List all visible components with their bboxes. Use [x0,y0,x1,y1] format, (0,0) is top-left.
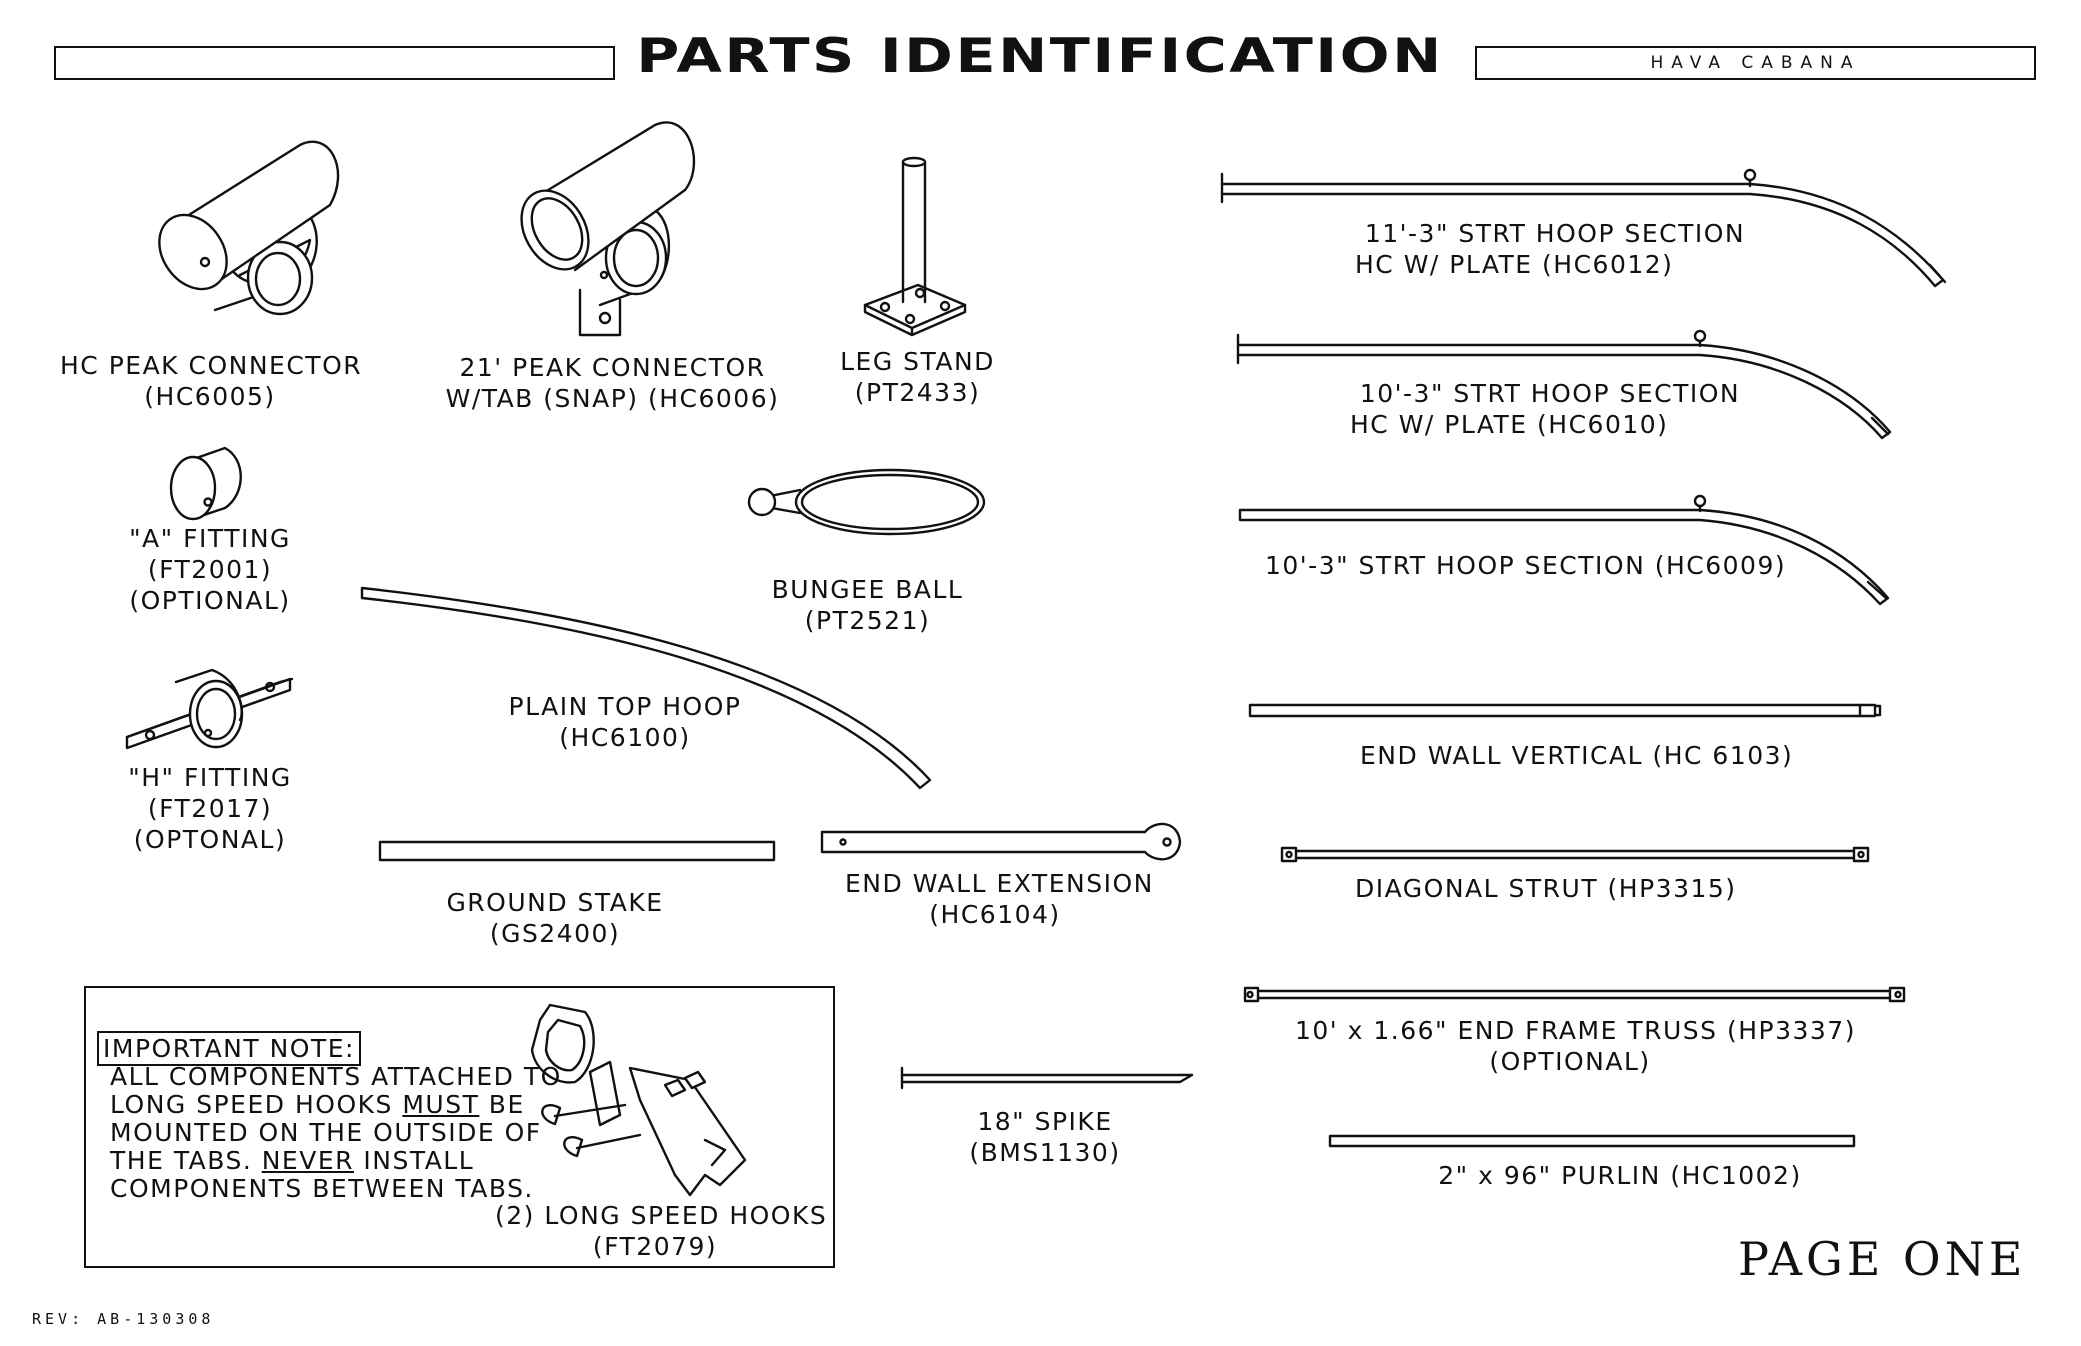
leg-stand-drawing [863,156,967,337]
hoop-10-3-plate-label: 10'-3" STRT HOOP SECTION HC W/ PLATE (HC… [1350,379,1741,439]
page-title: PARTS IDENTIFICATION [636,29,1444,84]
plain-top-hoop-label: PLAIN TOP HOOP (HC6100) [508,692,742,752]
page-number: PAGE ONE [1738,1232,2027,1286]
hoop-11-3-plate-label: 11'-3" STRT HOOP SECTION HC W/ PLATE (HC… [1355,219,1746,279]
important-note-text: ALL COMPONENTS ATTACHED TO LONG SPEED HO… [110,1062,562,1203]
revision-code: REV: AB-130308 [32,1310,215,1328]
a-fitting-drawing [169,446,242,521]
header-right-box: HAVA CABANA [1475,46,2036,80]
ground-stake-label: GROUND STAKE (GS2400) [446,888,664,948]
bungee-ball-label: BUNGEE BALL (PT2521) [771,575,964,635]
diagonal-strut-drawing [1280,846,1870,863]
end-wall-extension-label: END WALL EXTENSION (HC6104) [845,869,1154,929]
hoop-10-3-plate-drawing [1236,329,1892,440]
ground-stake-drawing [378,840,776,862]
long-speed-hooks-label: (2) LONG SPEED HOOKS (FT2079) [495,1201,828,1261]
end-frame-truss-label: 10' x 1.66" END FRAME TRUSS (HP3337) (OP… [1295,1016,1856,1076]
important-note-box [84,986,835,1268]
peak-connector-21-label: 21' PEAK CONNECTOR W/TAB (SNAP) (HC6006) [445,353,780,413]
hc-peak-connector-label: HC PEAK CONNECTOR (HC6005) [60,351,363,411]
spike-label: 18" SPIKE (BMS1130) [969,1107,1121,1167]
purlin-drawing [1328,1134,1856,1148]
end-wall-extension-drawing [820,822,1182,861]
end-wall-vertical-label: END WALL VERTICAL (HC 6103) [1360,741,1794,770]
h-fitting-drawing [125,668,294,750]
hoop-11-3-plate-drawing [1220,168,1947,288]
hc-peak-connector-drawing [158,140,340,316]
diagonal-strut-label: DIAGONAL STRUT (HP3315) [1355,874,1737,903]
spike-drawing [900,1066,1194,1090]
peak-connector-21-drawing [520,121,696,337]
hoop-10-3-drawing [1238,494,1890,606]
h-fitting-label: "H" FITTING (FT2017) (OPTONAL) [128,763,292,854]
hoop-10-3-label: 10'-3" STRT HOOP SECTION (HC6009) [1265,551,1787,580]
plain-top-hoop-drawing [360,586,932,790]
important-note-heading: IMPORTANT NOTE: [97,1031,361,1066]
end-wall-vertical-drawing [1248,703,1882,718]
end-frame-truss-drawing [1243,986,1906,1003]
header-left-box [54,46,615,80]
product-name: HAVA CABANA [1650,53,1861,73]
bungee-ball-drawing [747,468,986,536]
a-fitting-label: "A" FITTING (FT2001) (OPTIONAL) [129,524,291,615]
long-speed-hooks-drawing [530,1003,747,1197]
purlin-label: 2" x 96" PURLIN (HC1002) [1438,1161,1802,1190]
leg-stand-label: LEG STAND (PT2433) [840,347,995,407]
